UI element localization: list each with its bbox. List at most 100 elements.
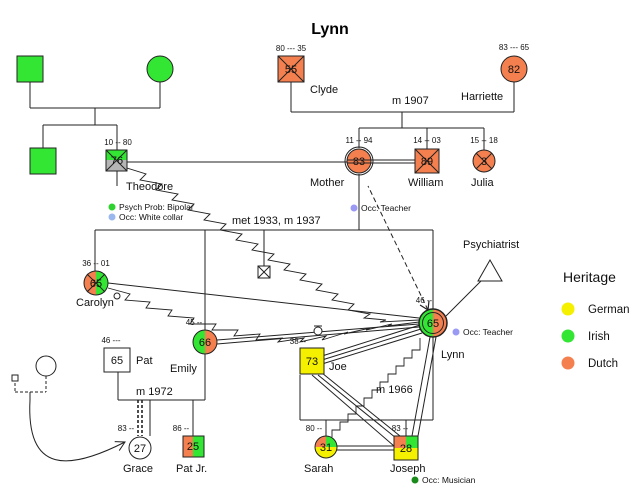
person-grace[interactable]: 27 83 -- Grace [118, 424, 153, 475]
person-age: 76 [111, 155, 123, 167]
person-harriette[interactable]: 82 83 --- 65 Harriette [461, 43, 530, 103]
marriage-label-1933: met 1933, m 1937 [232, 215, 321, 227]
person-name: Theodore [126, 181, 173, 193]
person-age: 3 [481, 156, 487, 168]
marriage-label-1907: m 1907 [392, 95, 429, 107]
person-dates: 80 -- [306, 424, 323, 433]
person-node-male[interactable] [16, 55, 44, 83]
person-name: Joseph [390, 463, 425, 475]
person-deceased-infant[interactable] [257, 265, 271, 279]
diagram-title: Lynn [311, 21, 349, 38]
person-age: 25 [187, 441, 199, 453]
person-node-small-male[interactable] [11, 374, 19, 382]
note-occupation: Occ: White collar [119, 212, 183, 222]
person-dates: 14 -- 03 [413, 136, 441, 145]
person-dates: 46 --- [101, 336, 120, 345]
person-name: Psychiatrist [463, 239, 519, 251]
heritage-legend: Heritage German Irish Dutch [561, 269, 630, 370]
person-age: 65 [111, 355, 123, 367]
person-name: Carolyn [76, 297, 114, 309]
person-name: Julia [471, 177, 495, 189]
person-age: 82 [508, 64, 520, 76]
legend-label: Dutch [588, 358, 618, 370]
person-name: Mother [310, 177, 345, 189]
person-dates: 38 -- [290, 337, 307, 346]
person-dates: 83 -- [118, 424, 135, 433]
note-psych: Psych Prob: Bipolar [119, 202, 194, 212]
person-joe[interactable]: 73 38 -- Joe [290, 337, 347, 375]
relation-joe-joseph [317, 374, 397, 439]
person-dates: 15 -- 18 [470, 136, 498, 145]
person-name: Clyde [310, 84, 338, 96]
relation-joe-joseph [311, 374, 395, 447]
person-age: 28 [400, 443, 412, 455]
person-name: Pat Jr. [176, 463, 207, 475]
person-clyde[interactable]: 55 80 --- 35 Clyde [276, 44, 338, 96]
person-age: 83 [353, 156, 365, 168]
legend-title: Heritage [563, 269, 616, 285]
person-dates: 86 -- [173, 424, 190, 433]
person-joseph[interactable]: 28 83 -- Joseph [390, 424, 425, 475]
person-name: Emily [170, 363, 197, 375]
relation-mother-lynn [367, 185, 430, 312]
marriage-label-1972: m 1972 [136, 386, 173, 398]
person-julia[interactable]: 3 15 -- 18 Julia [470, 136, 498, 189]
person-psychiatrist[interactable]: Psychiatrist [463, 239, 519, 282]
note-occupation: Occ: Teacher [361, 203, 411, 213]
person-name: Lynn [441, 349, 464, 361]
person-age: 31 [320, 442, 332, 454]
legend-label: Irish [588, 331, 610, 343]
person-name: William [408, 177, 443, 189]
relation-joe-lynn [321, 332, 423, 365]
person-node-female[interactable] [146, 55, 174, 83]
relation-lynn-psychiatrist [445, 277, 485, 317]
person-node-male[interactable] [29, 147, 57, 175]
person-age: 73 [306, 356, 318, 368]
occupation-dot-icon [452, 328, 460, 336]
legend-swatch [561, 302, 575, 316]
psych-dot-icon [108, 203, 116, 211]
person-age: 65 [90, 278, 102, 290]
person-carolyn[interactable]: 65 36 -- 01 Carolyn [76, 259, 114, 309]
relation-joe-joseph [321, 372, 401, 437]
person-emily[interactable]: 66 45 -- Emily [170, 318, 218, 375]
person-node-female[interactable] [35, 355, 57, 377]
person-dates: 45 -- [186, 318, 203, 327]
person-name: Grace [123, 463, 153, 475]
relation-marker [313, 326, 323, 336]
person-pat[interactable]: 65 46 --- Pat [101, 336, 153, 373]
relation-lynn-joseph [411, 336, 431, 437]
person-name: Pat [136, 355, 153, 367]
person-age: 55 [285, 64, 297, 76]
note-occupation: Occ: Teacher [463, 327, 513, 337]
person-mother[interactable]: 83 11 -- 94 Mother [310, 136, 374, 189]
relation-joe-lynn [321, 324, 421, 357]
marriage-label-1966: m 1966 [376, 384, 413, 396]
person-age: 65 [427, 318, 439, 330]
relation-carolyn-lynn [107, 282, 420, 319]
relation-sarah-lynn [331, 338, 421, 437]
relation-lynn-joseph [417, 336, 437, 437]
note-occupation: Occ: Musician [422, 475, 476, 485]
person-dates: 11 -- 94 [346, 136, 374, 145]
legend-label: German [588, 304, 630, 316]
relation-arrow-curved [29, 399, 126, 462]
person-dates: 83 --- 65 [499, 43, 530, 52]
person-sarah[interactable]: 31 80 -- Sarah [304, 424, 338, 475]
person-patjr[interactable]: 25 86 -- Pat Jr. [173, 424, 207, 475]
occupation-dot-icon [350, 204, 358, 212]
person-dates: 10 -- 80 [104, 138, 132, 147]
person-age: 27 [134, 443, 146, 455]
occupation-dot-icon [411, 476, 419, 484]
person-dates: 36 -- 01 [82, 259, 110, 268]
person-name: Joe [329, 361, 347, 373]
person-dates: 83 -- [392, 424, 409, 433]
person-theodore[interactable]: 76 10 -- 80 Theodore [104, 138, 173, 193]
legend-swatch [561, 329, 575, 343]
person-age: 66 [199, 337, 211, 349]
hostile-relation-carolyn-lynn [107, 287, 420, 343]
relation-marker [113, 292, 121, 300]
person-lynn[interactable]: 65 46 -- Lynn [416, 296, 465, 361]
person-william[interactable]: 89 14 -- 03 William [408, 136, 443, 189]
